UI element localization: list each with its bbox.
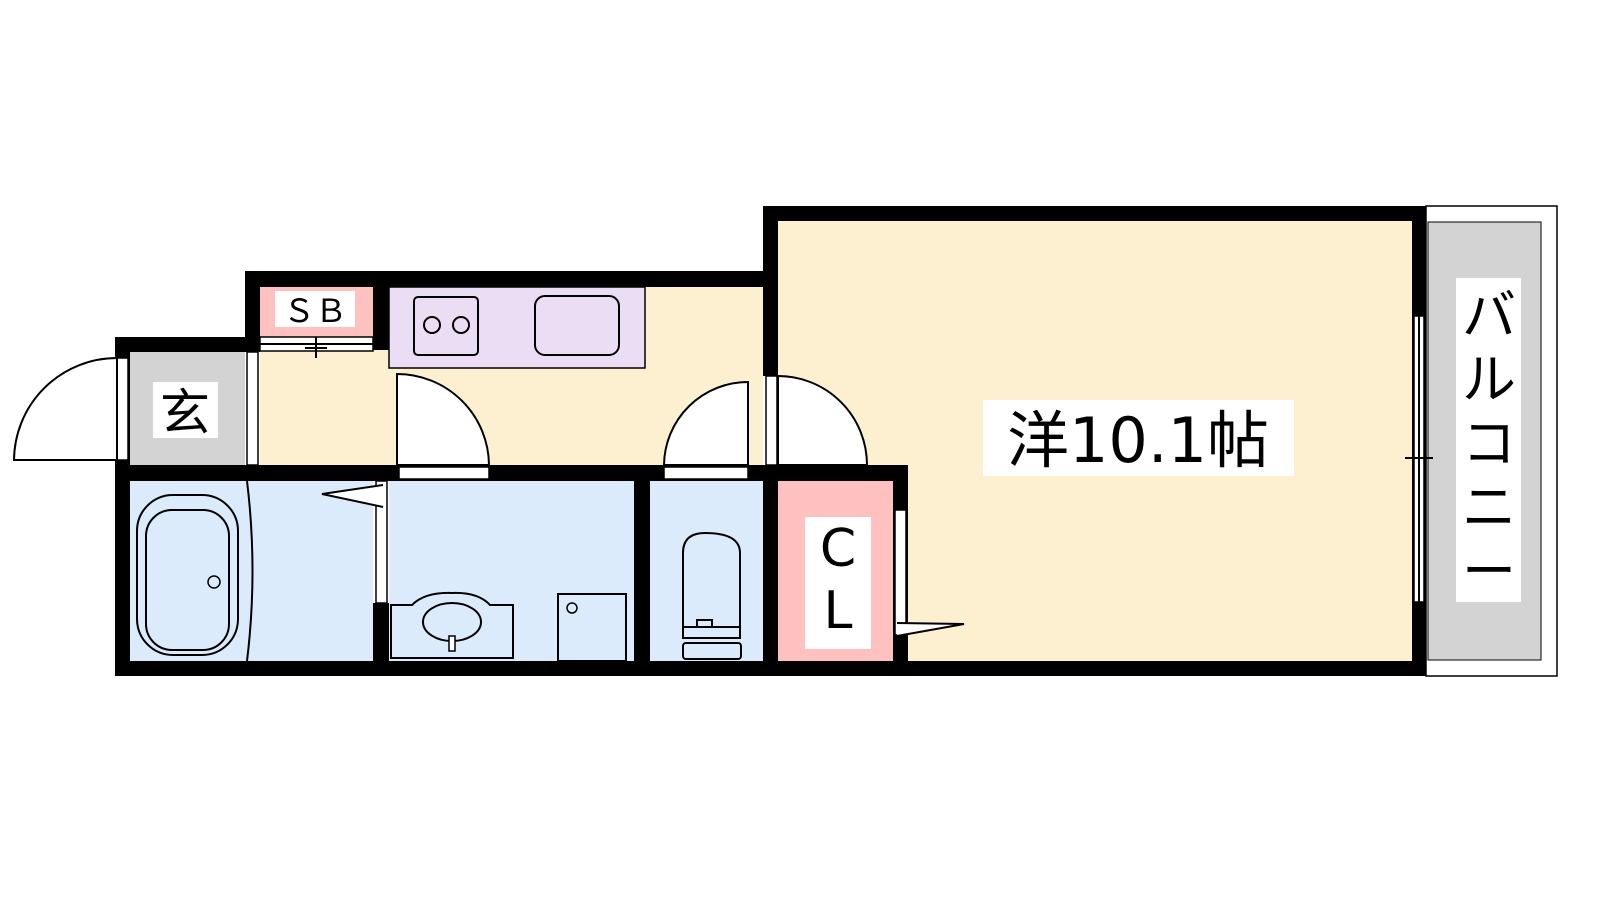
entrance-step [246,351,259,466]
svg-text:ニ: ニ [1462,476,1516,539]
washbasin-icon [390,591,514,659]
western-room-label: 洋10.1帖 [1007,404,1269,477]
closet-label-c: C [820,519,856,579]
washroom-floor [389,481,634,661]
svg-text:ル: ル [1462,348,1516,411]
washing-machine-icon [557,593,627,662]
sink-icon [534,295,620,356]
toilet-floor [650,481,763,661]
western-room-door[interactable] [777,374,869,466]
toilet-icon [682,531,742,660]
bathtub-icon [136,480,254,662]
entrance-label: 玄 [160,384,210,442]
washroom-door[interactable] [396,372,491,466]
svg-text:コ: コ [1462,412,1516,475]
closet-label-l: L [824,581,853,641]
stove-icon [413,296,479,356]
toilet-door[interactable] [662,380,749,466]
svg-text:バ: バ [1462,284,1516,347]
entrance-door[interactable] [12,356,118,461]
entrance-door-frame[interactable] [116,357,129,461]
svg-text:ー: ー [1462,540,1516,603]
shoe-box-label: ＳＢ [283,292,347,330]
balcony-label: バ ル コ ニ ー [1462,284,1516,603]
bathroom-door[interactable] [375,480,388,604]
closet-door[interactable] [894,509,907,636]
